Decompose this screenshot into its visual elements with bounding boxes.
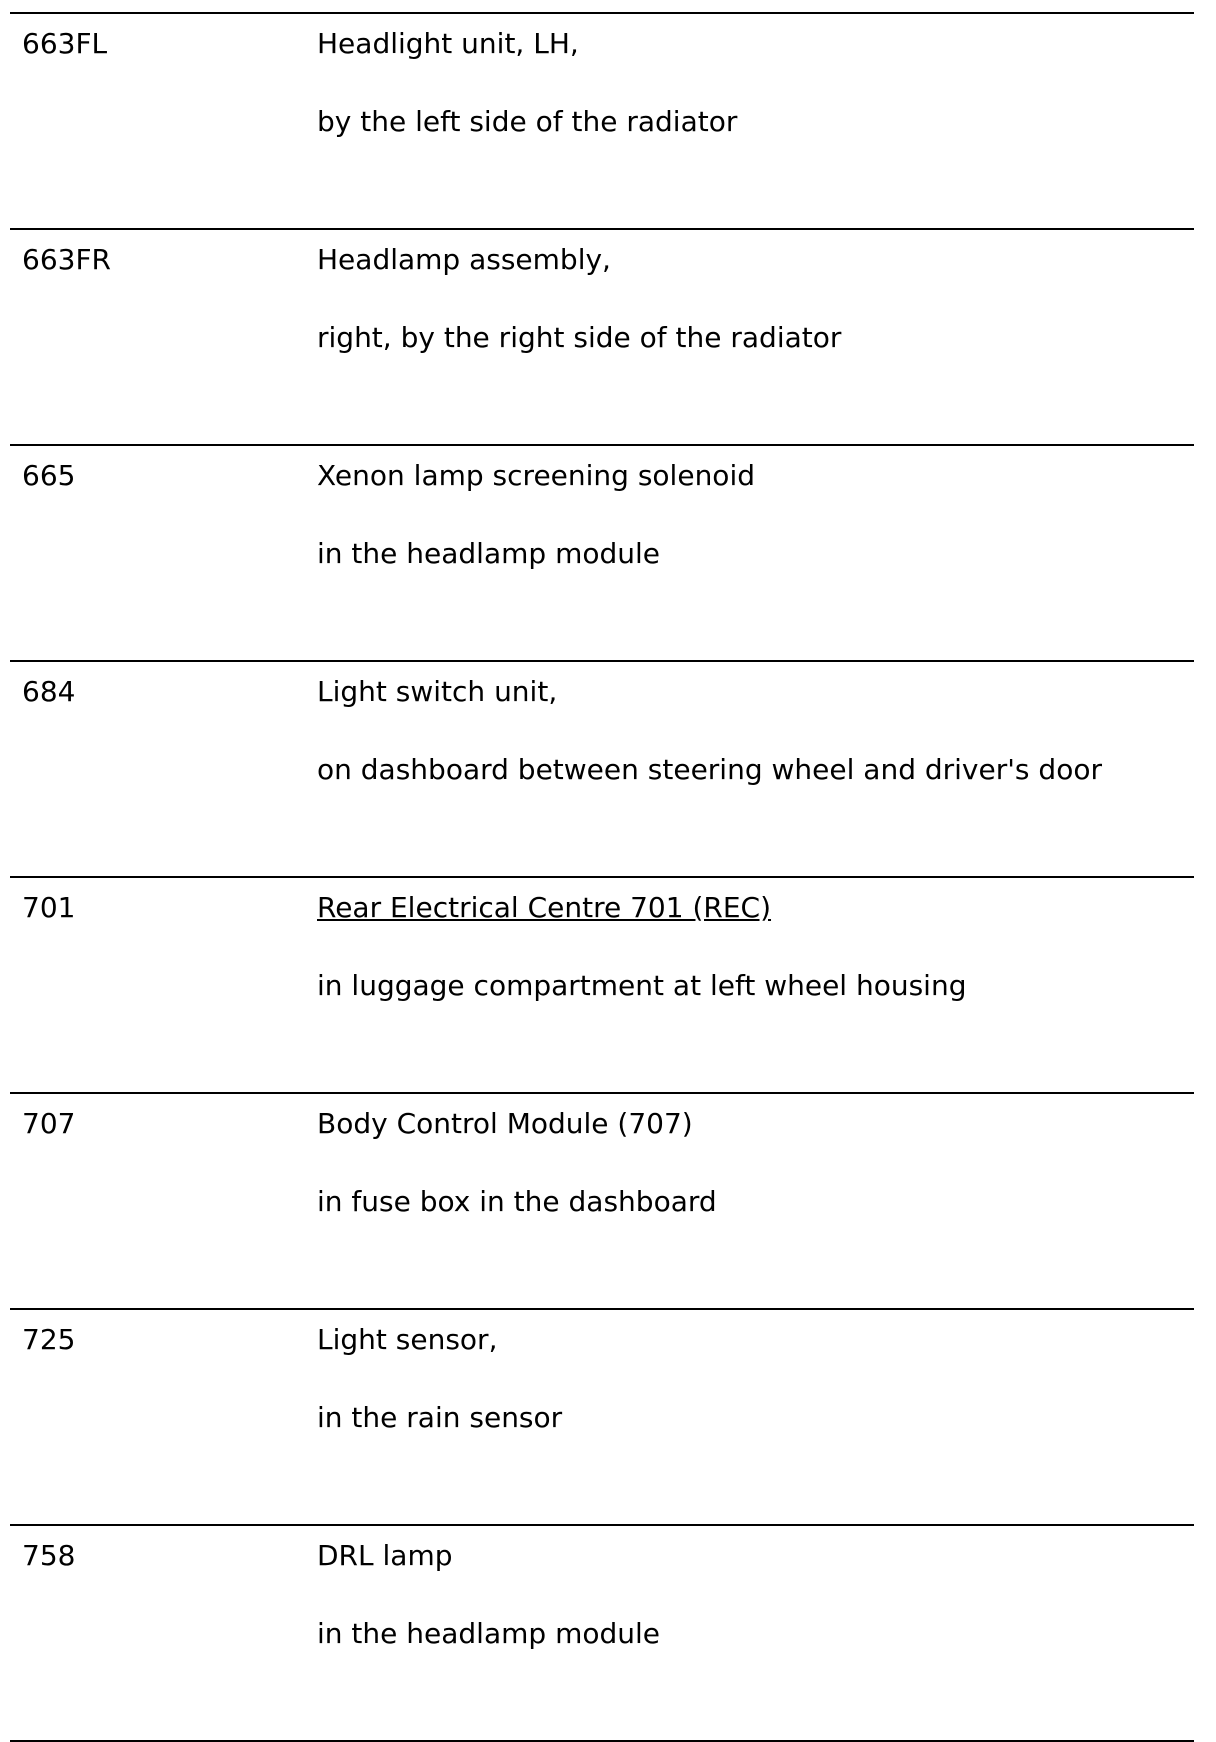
description-line-2: in the headlamp module: [317, 1617, 660, 1650]
description-line-2: by the left side of the radiator: [317, 105, 738, 138]
description-line-1: Headlight unit, LH,: [317, 27, 579, 60]
description-line-2: right, by the right side of the radiator: [317, 321, 842, 354]
component-description: Rear Electrical Centre 701 (REC) in lugg…: [317, 890, 966, 1004]
table-row: 701 Rear Electrical Centre 701 (REC) in …: [10, 876, 1194, 1092]
component-description: Light switch unit, on dashboard between …: [317, 674, 1102, 788]
component-table: 663FL Headlight unit, LH, by the left si…: [10, 12, 1194, 1742]
component-code: 725: [22, 1323, 76, 1356]
table-row: 663FL Headlight unit, LH, by the left si…: [10, 12, 1194, 228]
table-row: 684 Light switch unit, on dashboard betw…: [10, 660, 1194, 876]
description-line-1: Body Control Module (707): [317, 1107, 693, 1140]
component-code: 707: [22, 1107, 76, 1140]
description-line-1: Xenon lamp screening solenoid: [317, 459, 755, 492]
description-line-2: in the rain sensor: [317, 1401, 563, 1434]
table-row: 707 Body Control Module (707) in fuse bo…: [10, 1092, 1194, 1308]
table-row: 725 Light sensor, in the rain sensor: [10, 1308, 1194, 1524]
description-line-1: DRL lamp: [317, 1539, 453, 1572]
table-row: 758 DRL lamp in the headlamp module: [10, 1524, 1194, 1742]
description-line-2: on dashboard between steering wheel and …: [317, 753, 1102, 786]
component-description: Light sensor, in the rain sensor: [317, 1322, 562, 1436]
description-line-1: Light sensor,: [317, 1323, 498, 1356]
description-line-2: in the headlamp module: [317, 537, 660, 570]
component-code: 663FR: [22, 243, 112, 276]
component-code: 665: [22, 459, 76, 492]
component-code: 684: [22, 675, 76, 708]
description-line-1: Light switch unit,: [317, 675, 558, 708]
component-description: Headlamp assembly, right, by the right s…: [317, 242, 841, 356]
component-code: 758: [22, 1539, 76, 1572]
table-row: 663FR Headlamp assembly, right, by the r…: [10, 228, 1194, 444]
component-description: Xenon lamp screening solenoid in the hea…: [317, 458, 755, 572]
description-line-2: in luggage compartment at left wheel hou…: [317, 969, 967, 1002]
component-description: DRL lamp in the headlamp module: [317, 1538, 660, 1652]
component-code: 663FL: [22, 27, 108, 60]
description-line-2: in fuse box in the dashboard: [317, 1185, 717, 1218]
component-description: Body Control Module (707) in fuse box in…: [317, 1106, 717, 1220]
table-row: 665 Xenon lamp screening solenoid in the…: [10, 444, 1194, 660]
component-code: 701: [22, 891, 76, 924]
description-line-1: Headlamp assembly,: [317, 243, 611, 276]
component-description: Headlight unit, LH, by the left side of …: [317, 26, 737, 140]
rear-electrical-centre-link[interactable]: Rear Electrical Centre 701 (REC): [317, 891, 772, 924]
